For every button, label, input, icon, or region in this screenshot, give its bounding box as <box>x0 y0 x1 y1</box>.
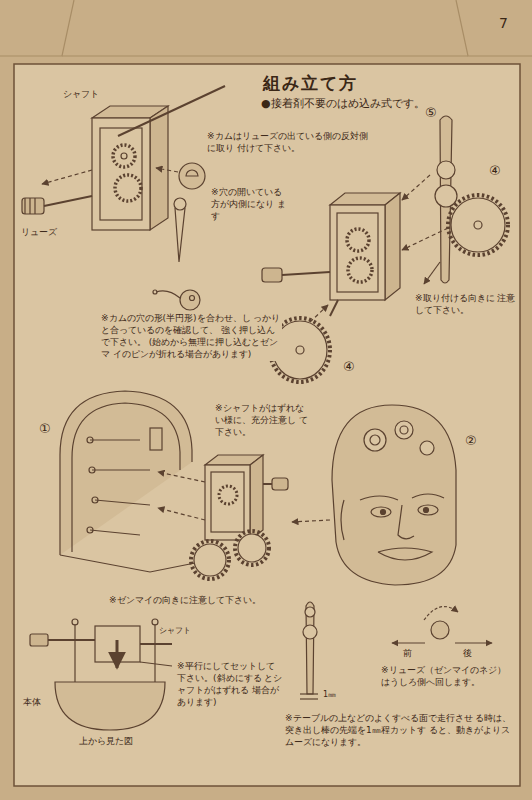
box-flaps <box>0 0 532 56</box>
crown-direction-drawing <box>392 607 492 643</box>
step-one-drawing <box>22 86 225 310</box>
part-name: シャフト <box>62 88 100 100</box>
note: ※カムの穴の形(半円形)を合わせ、し っかりと合っているのを確認して、 強く押し… <box>100 312 282 361</box>
direction-label: 前 <box>402 647 413 659</box>
note: ※テーブルの上などのよくすべる面で走行させ る時は、突き出し棒の先端を1㎜程カッ… <box>284 712 516 748</box>
callout-number: ④ <box>342 358 356 376</box>
callout-number: ④ <box>488 162 502 180</box>
part-name: シャフト <box>158 626 192 637</box>
note: ※穴の開いている 方が内側になり ます <box>210 186 290 222</box>
note: ※ゼンマイの向きに注意して下さい。 <box>108 594 262 606</box>
caption-label: 上から見た図 <box>78 735 134 747</box>
step-two-drawing <box>262 116 508 382</box>
part-name: リューズ <box>20 226 58 238</box>
callout-number: ⑤ <box>424 104 438 122</box>
subtitle: ●接着剤不要のはめ込み式です。 <box>260 97 426 112</box>
note: ※カムはリューズの出ている側の反対側に取り 付けて下さい。 <box>206 130 370 154</box>
page-number: 7 <box>498 14 509 33</box>
note: ※シャフトがはずれな い様に、充分注意し て下さい。 <box>214 402 310 438</box>
note: ※取り付ける向きに 注意して下さい。 <box>414 292 518 316</box>
callout-number: ① <box>38 420 52 438</box>
step-three-drawing <box>60 391 456 585</box>
dimension: 1㎜ <box>322 690 337 701</box>
panel <box>14 64 520 786</box>
direction-label: 後 <box>462 647 473 659</box>
top-view-drawing <box>30 619 172 730</box>
callout-number: ② <box>464 432 478 450</box>
note: ※平行にしてセットして 下さい。(斜めにする とシャフトがはずれる 場合がありま… <box>176 660 286 709</box>
title: 組み立て方 <box>262 72 359 95</box>
part-name: 本体 <box>22 696 42 708</box>
rod-drawing <box>300 602 318 699</box>
note: ※リューズ（ゼンマイのネジ） はうしろ側へ回します。 <box>380 664 518 688</box>
